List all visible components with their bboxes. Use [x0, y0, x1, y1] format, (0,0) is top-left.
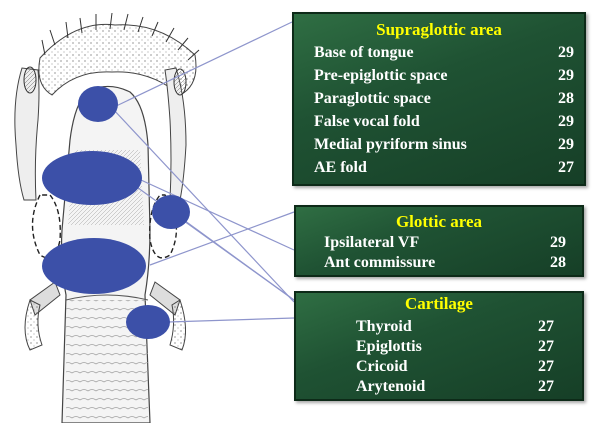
row-label: Epiglottis [356, 337, 422, 356]
row-value: 29 [558, 112, 574, 131]
row-label: Base of tongue [314, 43, 414, 62]
row-label: Medial pyriform sinus [314, 135, 467, 154]
row-value: 29 [558, 43, 574, 62]
row-value: 29 [558, 135, 574, 154]
row-value: 28 [550, 253, 566, 272]
row-label: False vocal fold [314, 112, 420, 131]
row-value: 27 [538, 357, 554, 376]
marker-glottis [42, 238, 146, 294]
row-label: Paraglottic space [314, 89, 431, 108]
cartilage-panel: Cartilage Thyroid 27 Epiglottis 27 Crico… [294, 291, 584, 401]
row-value: 27 [538, 337, 554, 356]
row-label: Thyroid [356, 317, 412, 336]
marker-cartilage [126, 305, 170, 339]
row-value: 28 [558, 89, 574, 108]
row-label: Pre-epiglottic space [314, 66, 447, 85]
row-label: Ipsilateral VF [324, 233, 419, 252]
row-label: Cricoid [356, 357, 408, 376]
panel-title: Cartilage [296, 294, 582, 313]
row-value: 27 [538, 377, 554, 396]
row-label: AE fold [314, 158, 367, 177]
row-label: Arytenoid [356, 377, 425, 396]
row-value: 29 [558, 66, 574, 85]
row-value: 27 [538, 317, 554, 336]
marker-pyriform [152, 195, 190, 229]
panel-title: Glottic area [296, 212, 582, 231]
glottic-panel: Glottic area Ipsilateral VF 29 Ant commi… [294, 205, 584, 277]
row-label: Ant commissure [324, 253, 435, 272]
marker-base-of-tongue [78, 86, 118, 122]
marker-supraglottis [42, 151, 142, 205]
supraglottic-panel: Supraglottic area Base of tongue 29 Pre-… [292, 12, 586, 186]
row-value: 27 [558, 158, 574, 177]
row-value: 29 [550, 233, 566, 252]
panel-title: Supraglottic area [294, 20, 584, 39]
